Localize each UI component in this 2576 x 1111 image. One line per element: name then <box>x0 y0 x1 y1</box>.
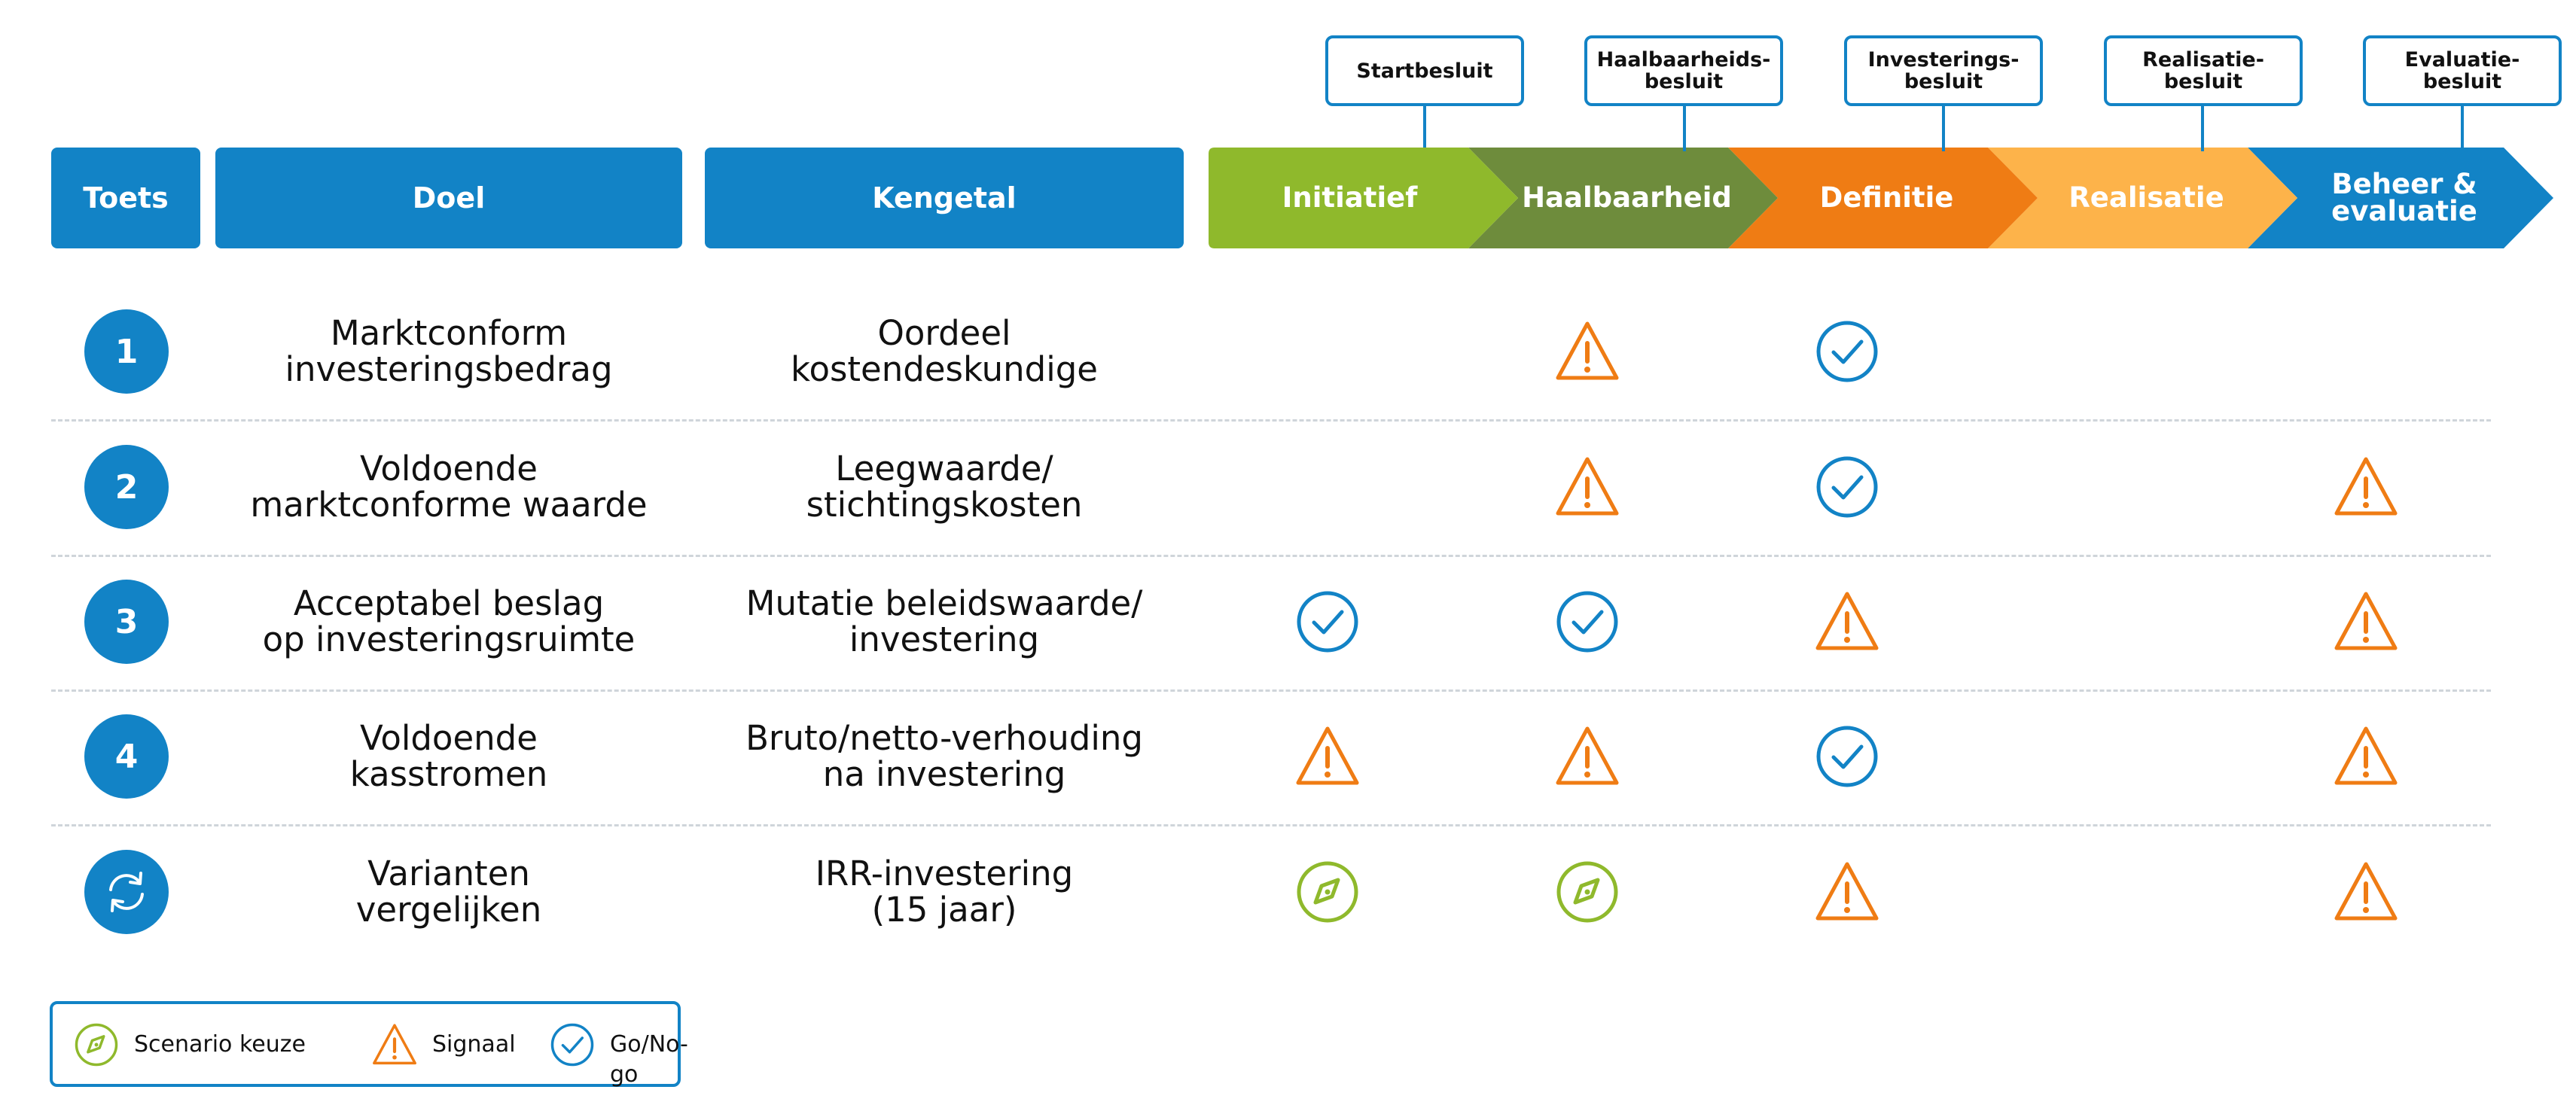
legend-label-scenario: Scenario keuze <box>134 1031 306 1058</box>
warning-icon <box>1815 592 1879 650</box>
phase-label-4: Realisatie <box>2068 181 2224 214</box>
phase-label-2: Haalbaarheid <box>1522 181 1732 214</box>
decision-gate-3: Investerings- besluit <box>1844 35 2043 106</box>
kengetal-cell: Leegwaarde/ stichtingskosten <box>806 449 1083 525</box>
decision-gate-4: Realisatie- besluit <box>2104 35 2303 106</box>
doel-cell: Acceptabel beslag op investeringsruimte <box>262 583 636 659</box>
check-icon <box>1556 591 1618 653</box>
header-doel: Doel <box>215 148 682 248</box>
kengetal-cell: IRR-investering (15 jaar) <box>815 854 1074 930</box>
warning-icon <box>1556 726 1619 785</box>
phase-label-5: Beheer & evaluatie <box>2331 168 2477 227</box>
compass-icon <box>75 1023 118 1067</box>
decision-connector-1 <box>1423 105 1426 148</box>
decision-connector-2 <box>1683 105 1686 151</box>
check-icon <box>550 1023 594 1067</box>
warning-icon <box>2334 862 2398 921</box>
warning-icon <box>1815 862 1879 921</box>
toets-number-1: 1 <box>84 309 169 394</box>
warning-icon <box>2334 592 2398 650</box>
toets-number-2: 2 <box>84 445 169 529</box>
doel-cell: Marktconform investeringsbedrag <box>285 313 613 389</box>
toets-number-3: 3 <box>84 580 169 664</box>
doel-cell: Varianten vergelijken <box>355 854 542 930</box>
kengetal-cell: Oordeel kostendeskundige <box>790 313 1098 389</box>
decision-connector-5 <box>2461 105 2464 151</box>
row-divider <box>51 824 2491 826</box>
check-icon <box>1816 321 1878 382</box>
legend-label-go-no-go: Go/No-go <box>610 1031 688 1088</box>
phase-label-1: Initiatief <box>1282 181 1418 214</box>
decision-connector-4 <box>2201 105 2204 151</box>
warning-icon <box>1556 457 1619 516</box>
toets-refresh-badge <box>84 850 169 934</box>
doel-cell: Voldoende kasstromen <box>349 718 548 794</box>
warning-icon <box>1556 321 1619 380</box>
decision-gate-1: Startbesluit <box>1325 35 1524 106</box>
phase-chevron-1 <box>1209 148 1518 248</box>
check-icon <box>1816 456 1878 518</box>
compass-icon <box>1297 861 1358 923</box>
check-icon <box>1297 591 1358 653</box>
row-divider <box>51 555 2491 557</box>
phase-chevron-4 <box>1988 148 2297 248</box>
decision-connector-3 <box>1942 105 1945 151</box>
phase-chevron-5 <box>2248 148 2553 248</box>
row-divider <box>51 419 2491 422</box>
kengetal-cell: Mutatie beleidswaarde/ investering <box>745 583 1143 659</box>
doel-cell: Voldoende marktconforme waarde <box>250 449 648 525</box>
warning-icon <box>1296 726 1359 785</box>
refresh-icon <box>109 872 144 912</box>
check-icon <box>1816 726 1878 787</box>
phase-label-3: Definitie <box>1819 181 1954 214</box>
warning-icon <box>2334 457 2398 516</box>
phase-chevron-3 <box>1728 148 2038 248</box>
row-divider <box>51 689 2491 692</box>
decision-gate-2: Haalbaarheids- besluit <box>1584 35 1783 106</box>
header-toets: Toets <box>51 148 200 248</box>
warning-icon <box>2334 726 2398 785</box>
kengetal-cell: Bruto/netto-verhouding na investering <box>745 718 1143 794</box>
toets-number-4: 4 <box>84 714 169 799</box>
phase-chevron-2 <box>1468 148 1778 248</box>
decision-gate-5: Evaluatie- besluit <box>2363 35 2562 106</box>
header-kengetal: Kengetal <box>705 148 1184 248</box>
legend-label-signaal: Signaal <box>432 1031 516 1058</box>
compass-icon <box>1556 861 1618 923</box>
warning-icon <box>373 1024 416 1065</box>
legend: Scenario keuze Signaal Go/No-go <box>50 1001 688 1088</box>
